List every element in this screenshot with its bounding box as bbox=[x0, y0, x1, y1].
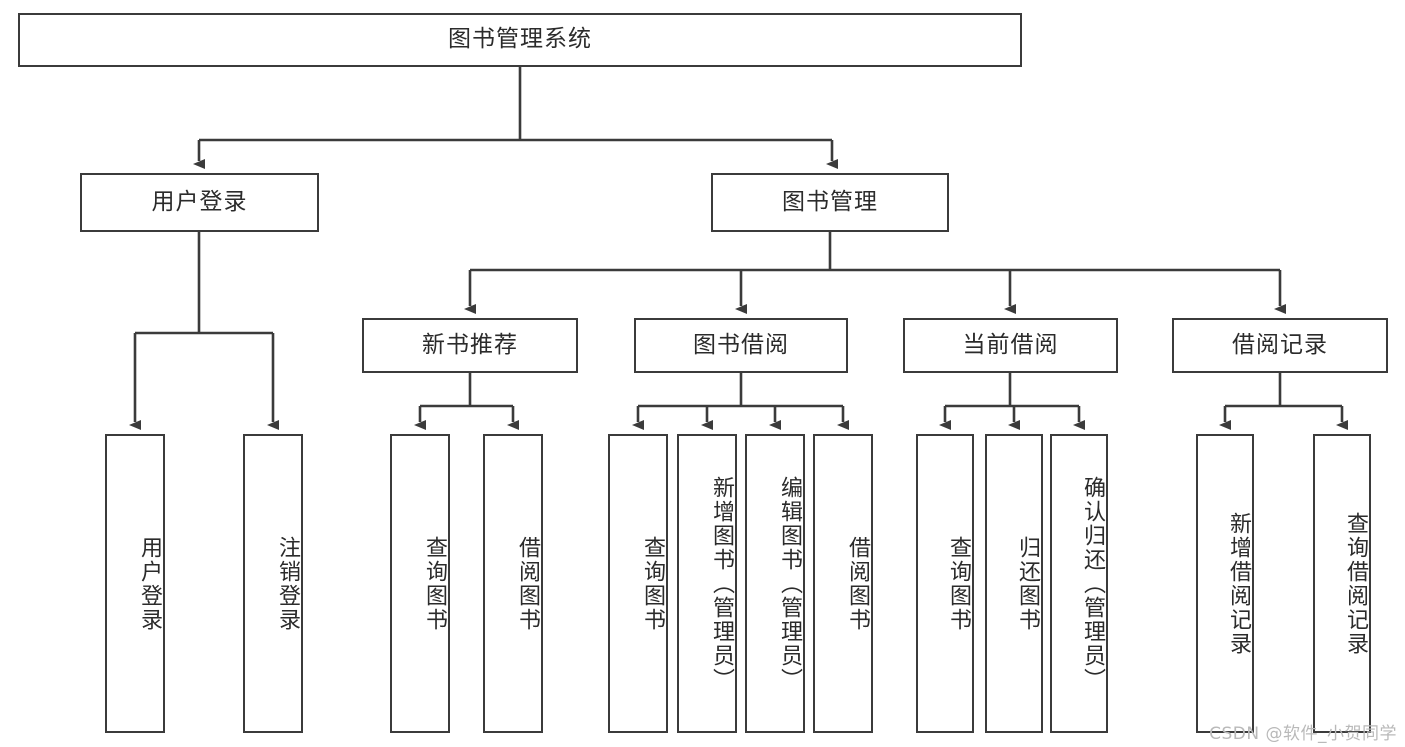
node-label: 当前借阅 bbox=[962, 331, 1059, 358]
node-root-system[interactable]: 图书管理系统 bbox=[18, 13, 1022, 67]
leaf-user-login[interactable]: 用户登录 bbox=[105, 434, 165, 733]
node-label: 编辑图书（管理员） bbox=[777, 475, 802, 692]
leaf-query-book-newbook[interactable]: 查询图书 bbox=[390, 434, 450, 733]
node-label: 新书推荐 bbox=[422, 331, 518, 358]
node-label: 用户登录 bbox=[137, 535, 162, 632]
node-label: 借阅图书 bbox=[515, 535, 540, 632]
node-label: 借阅记录 bbox=[1232, 331, 1328, 358]
node-label: 新增图书（管理员） bbox=[709, 475, 734, 692]
node-label: 图书管理系统 bbox=[448, 26, 592, 53]
leaf-logout[interactable]: 注销登录 bbox=[243, 434, 303, 733]
leaf-add-borrow-record[interactable]: 新增借阅记录 bbox=[1196, 434, 1254, 733]
csdn-watermark: CSDN @软件_小贺同学 bbox=[1209, 724, 1397, 744]
node-book-borrow[interactable]: 图书借阅 bbox=[634, 318, 848, 373]
leaf-query-book-borrow[interactable]: 查询图书 bbox=[608, 434, 668, 733]
node-label: 图书借阅 bbox=[693, 331, 789, 358]
leaf-add-book-admin[interactable]: 新增图书（管理员） bbox=[677, 434, 737, 733]
leaf-confirm-return-admin[interactable]: 确认归还（管理员） bbox=[1050, 434, 1108, 733]
node-current-borrow[interactable]: 当前借阅 bbox=[903, 318, 1118, 373]
node-label: 图书管理 bbox=[782, 188, 878, 215]
node-borrow-records[interactable]: 借阅记录 bbox=[1172, 318, 1388, 373]
node-label: 查询图书 bbox=[422, 535, 447, 632]
leaf-query-book-current[interactable]: 查询图书 bbox=[916, 434, 974, 733]
leaf-borrow-book-newbook[interactable]: 借阅图书 bbox=[483, 434, 543, 733]
leaf-return-book[interactable]: 归还图书 bbox=[985, 434, 1043, 733]
leaf-query-borrow-record[interactable]: 查询借阅记录 bbox=[1313, 434, 1371, 733]
node-label: 归还图书 bbox=[1015, 535, 1040, 632]
node-label: 注销登录 bbox=[275, 535, 300, 632]
node-new-book-recommend[interactable]: 新书推荐 bbox=[362, 318, 578, 373]
leaf-lend-book[interactable]: 借阅图书 bbox=[813, 434, 873, 733]
node-label: 查询图书 bbox=[640, 535, 665, 632]
node-label: 查询图书 bbox=[946, 535, 971, 632]
node-book-management[interactable]: 图书管理 bbox=[711, 173, 949, 232]
node-label: 新增借阅记录 bbox=[1226, 511, 1251, 656]
node-label: 用户登录 bbox=[151, 188, 248, 215]
node-label: 确认归还（管理员） bbox=[1080, 475, 1105, 692]
node-label: 借阅图书 bbox=[845, 535, 870, 632]
node-user-login[interactable]: 用户登录 bbox=[80, 173, 319, 232]
leaf-edit-book-admin[interactable]: 编辑图书（管理员） bbox=[745, 434, 805, 733]
node-label: 查询借阅记录 bbox=[1343, 511, 1368, 656]
